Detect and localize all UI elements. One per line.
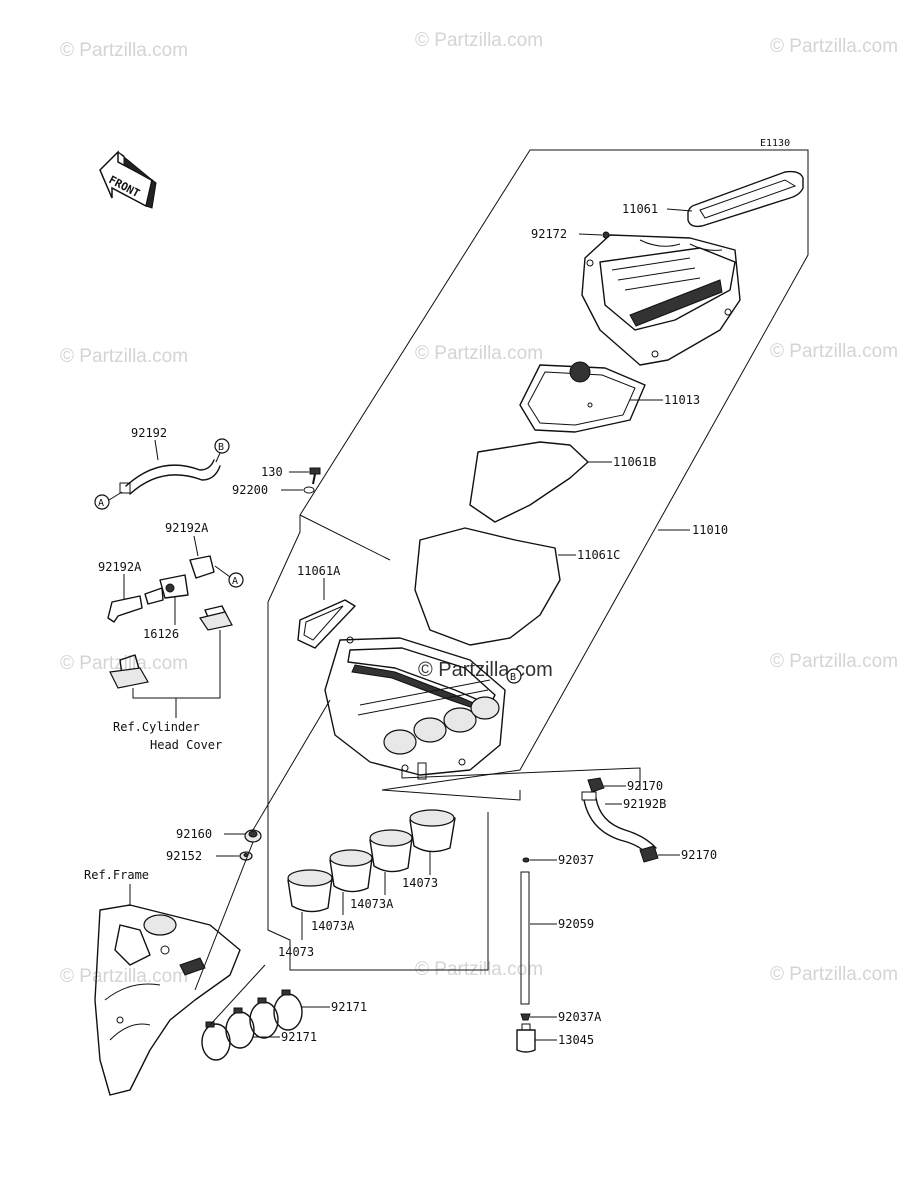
label-13045: 13045 — [558, 1033, 594, 1047]
grommet-92160 — [244, 829, 262, 843]
air-cleaner-lower-case — [324, 636, 506, 780]
diagram-code: E1130 — [760, 138, 790, 149]
watermark: © Partzilla.com — [770, 964, 898, 985]
label-92170-upper: 92170 — [627, 779, 663, 793]
watermark: © Partzilla.com — [415, 343, 543, 364]
watermark: © Partzilla.com — [60, 346, 188, 367]
marker-a-label: A — [98, 498, 104, 509]
marker-a-label: A — [232, 576, 238, 587]
label-11013: 11013 — [664, 393, 700, 407]
lower-frame-lines — [267, 602, 489, 971]
screw-92172 — [602, 231, 610, 239]
watermark: © Partzilla.com — [770, 651, 898, 672]
washer-92200 — [303, 486, 315, 494]
clamp-92170 — [587, 777, 605, 793]
lower-frame-lines — [381, 789, 521, 801]
label-16126: 16126 — [143, 627, 179, 641]
label-92037a: 92037A — [558, 1010, 602, 1024]
label-14073-left: 14073 — [278, 945, 314, 959]
seal-11061 — [687, 170, 804, 228]
label-92200: 92200 — [232, 483, 268, 497]
gasket-11061c — [414, 527, 561, 646]
hose-92192 — [119, 459, 221, 495]
marker-a-connector: A — [94, 494, 110, 510]
label-92171-lower: 92171 — [281, 1030, 317, 1044]
label-92192a-left: 92192A — [98, 560, 142, 574]
label-92037: 92037 — [558, 853, 594, 867]
duct-14073 — [409, 809, 456, 853]
gasket-11061b — [469, 441, 589, 523]
clip-92037 — [522, 857, 530, 863]
clamp-92170 — [639, 845, 659, 863]
bolt-130 — [309, 467, 321, 485]
label-92192a-top: 92192A — [165, 521, 209, 535]
label-11010: 11010 — [692, 523, 728, 537]
label-92152: 92152 — [166, 849, 202, 863]
marker-a-connector: A — [228, 572, 244, 588]
valve-16126 — [107, 555, 233, 689]
element-11013 — [519, 361, 646, 433]
lower-frame-lines — [267, 515, 301, 603]
label-14073-right: 14073 — [402, 876, 438, 890]
ref-cylinder-line1: Ref.Cylinder — [113, 720, 200, 734]
front-arrow-icon: FRONT — [99, 150, 157, 209]
label-92059: 92059 — [558, 917, 594, 931]
watermark: © Partzilla.com — [770, 36, 898, 57]
seal-11061a — [297, 599, 356, 649]
watermark: © Partzilla.com — [415, 30, 543, 51]
ref-frame-label: Ref.Frame — [84, 868, 149, 882]
label-92171-upper: 92171 — [331, 1000, 367, 1014]
label-92192b: 92192B — [623, 797, 666, 811]
label-92172: 92172 — [531, 227, 567, 241]
clip-92037a — [520, 1013, 531, 1021]
label-92160: 92160 — [176, 827, 212, 841]
ref-cylinder-line2: Head Cover — [150, 738, 222, 752]
watermark: © Partzilla.com — [60, 653, 188, 674]
duct-14073a — [329, 849, 373, 893]
watermark: © Partzilla.com — [60, 966, 188, 987]
frame-section — [94, 904, 241, 1096]
tube-92059 — [520, 871, 530, 1005]
label-92192: 92192 — [131, 426, 167, 440]
marker-b-connector: B — [214, 438, 230, 454]
duct-14073a — [369, 829, 413, 873]
hose-lead — [401, 767, 641, 790]
watermark: © Partzilla.com — [60, 40, 188, 61]
label-11061: 11061 — [622, 202, 658, 216]
label-130: 130 — [261, 465, 283, 479]
assembly-frame-lines — [299, 149, 809, 791]
label-14073a-right: 14073A — [350, 897, 394, 911]
duct-14073 — [287, 869, 333, 913]
marker-b-label: B — [510, 672, 516, 683]
marker-b-connector: B — [506, 668, 522, 684]
label-11061a: 11061A — [297, 564, 341, 578]
label-14073a-left: 14073A — [311, 919, 355, 933]
marker-b-label: B — [218, 442, 224, 453]
label-11061c: 11061C — [577, 548, 620, 562]
label-11061b: 11061B — [613, 455, 656, 469]
plug-13045 — [516, 1023, 536, 1053]
air-cleaner-upper-case — [581, 234, 741, 366]
assembly-frame-lines — [299, 514, 391, 561]
clamp-92171 — [201, 989, 303, 1061]
watermark-group: © Partzilla.com © Partzilla.com © Partzi… — [60, 30, 898, 987]
watermark-center: © Partzilla.com — [418, 659, 553, 681]
label-92170-lower: 92170 — [681, 848, 717, 862]
watermark: © Partzilla.com — [770, 341, 898, 362]
